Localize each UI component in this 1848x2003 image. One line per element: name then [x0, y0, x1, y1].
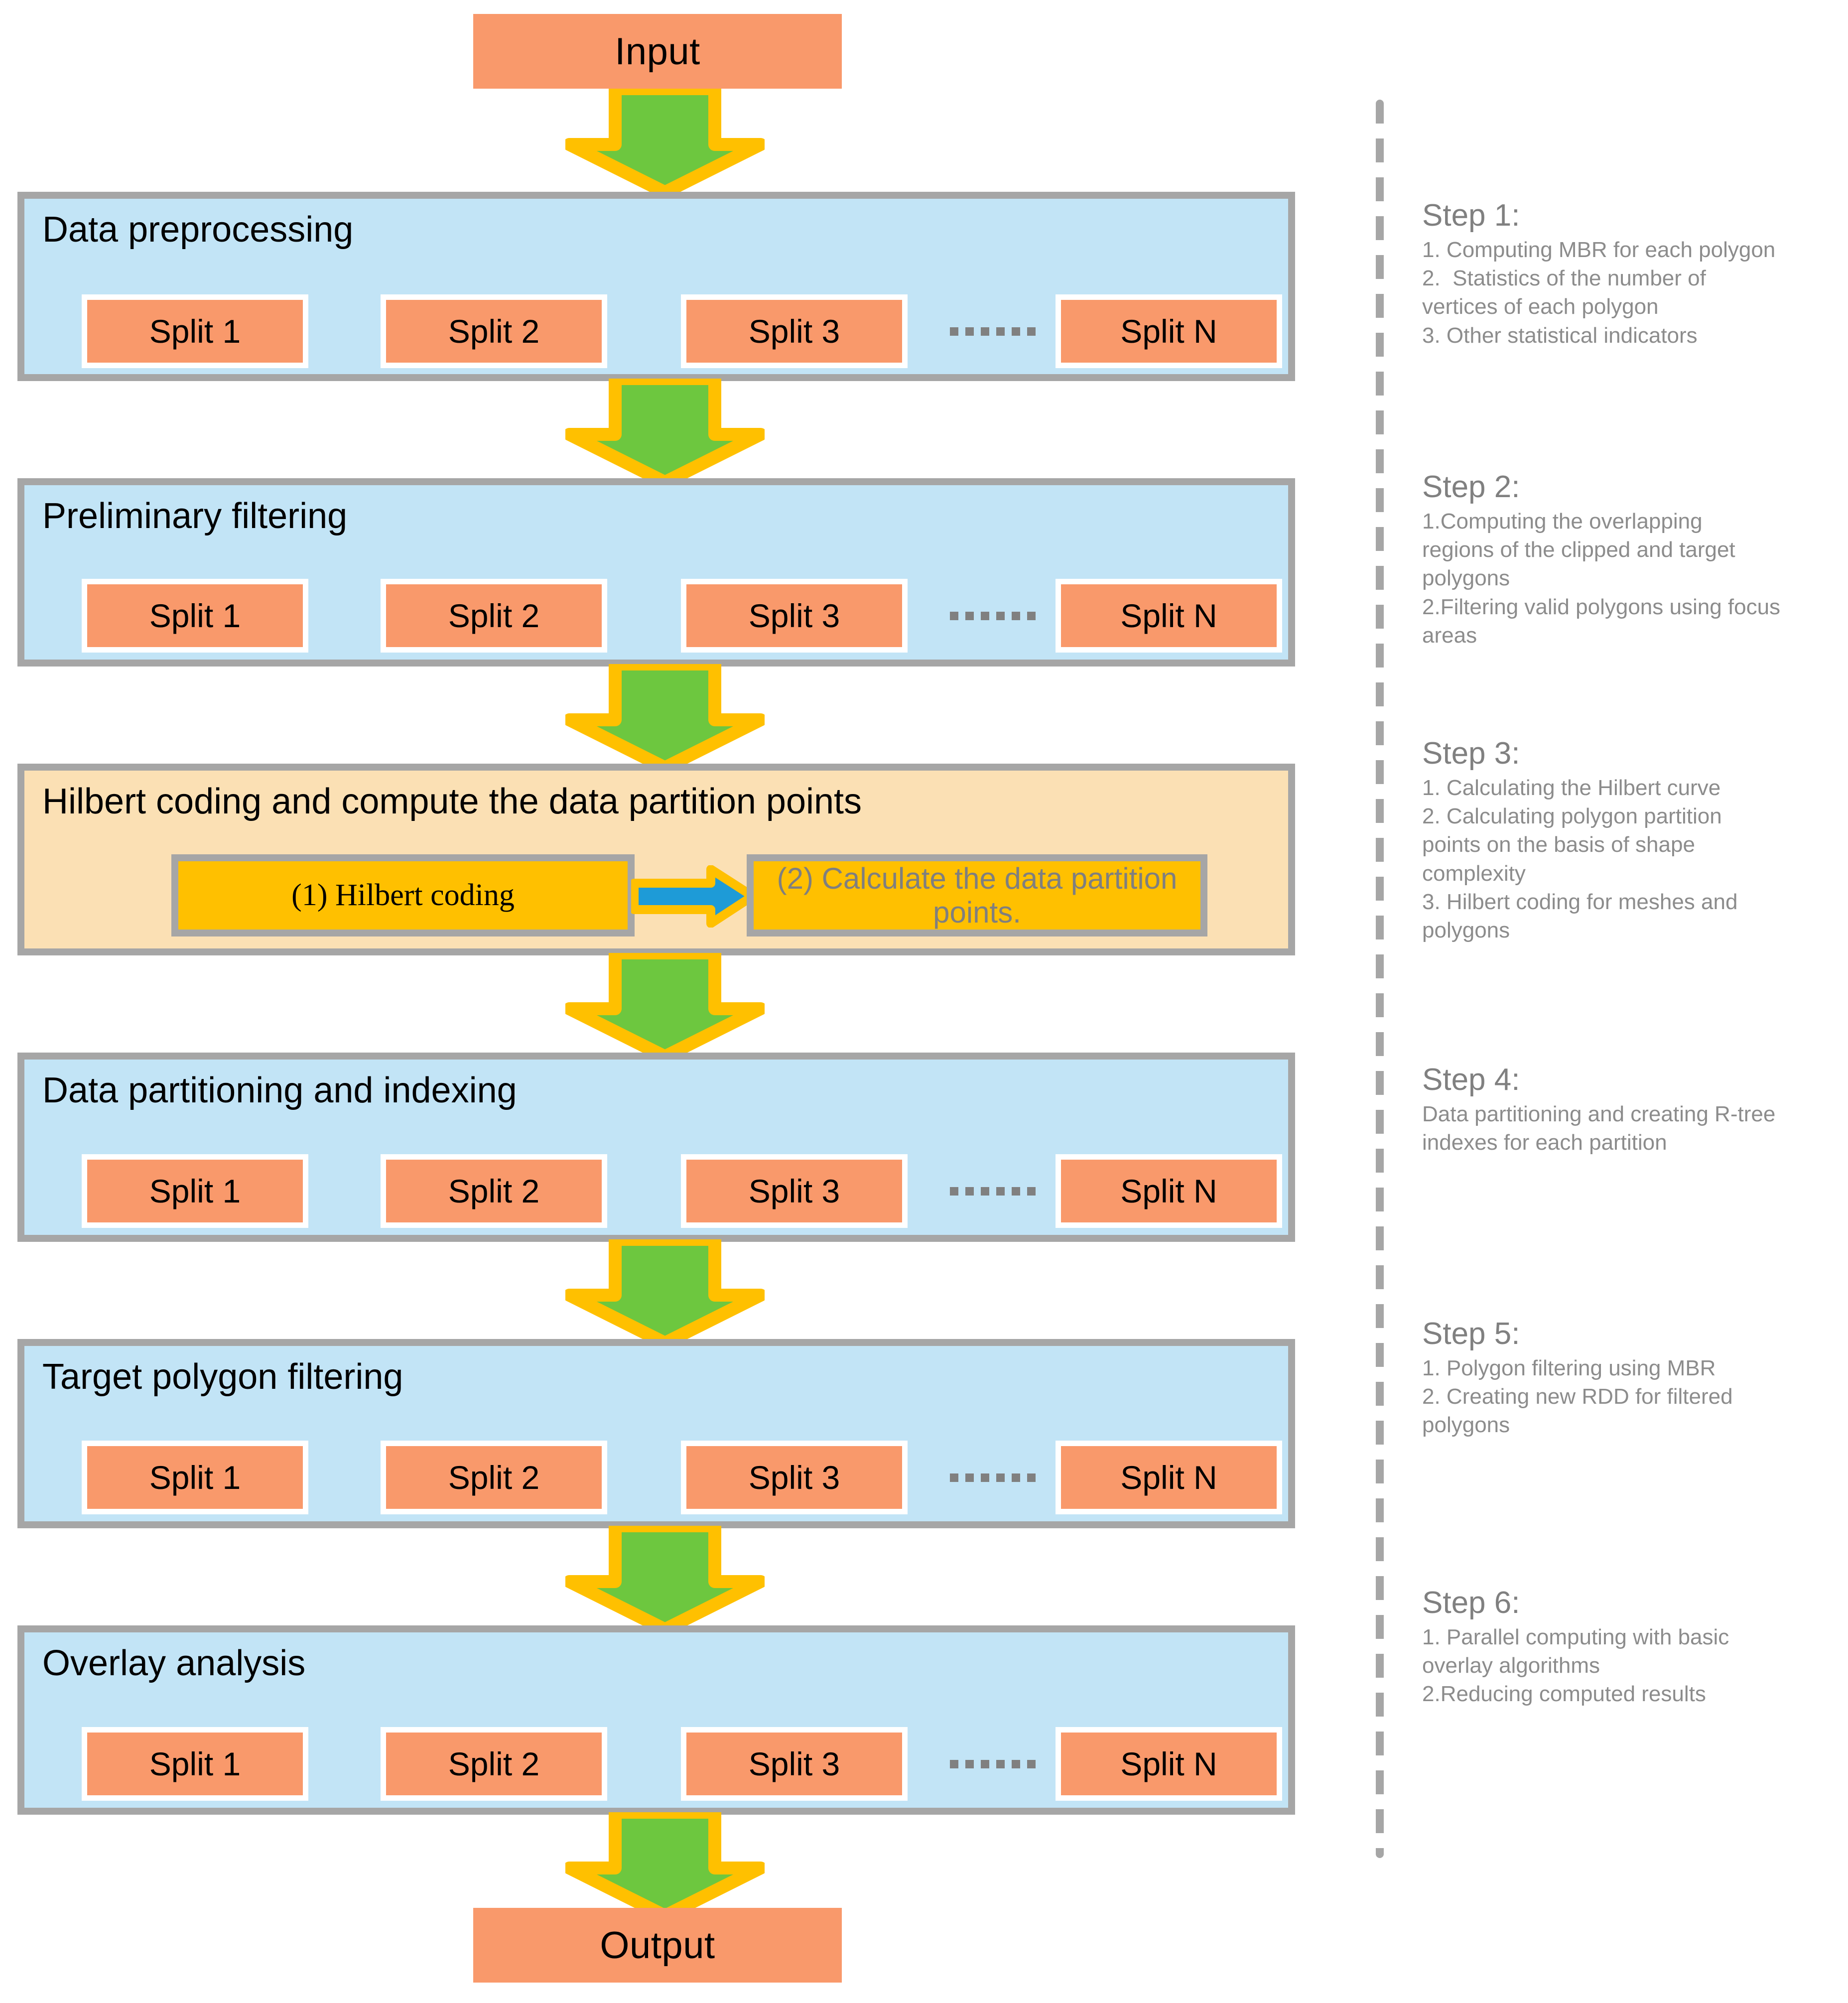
step-line: overlay algorithms [1422, 1653, 1600, 1678]
step-line: 1. Polygon filtering using MBR [1422, 1356, 1716, 1381]
ellipsis-dots [950, 612, 1036, 620]
split-box[interactable]: Split 1 [82, 294, 308, 368]
splits-row: Split 1 Split 2 Split 3 Split N [24, 199, 1288, 374]
stage-title: Data preprocessing [42, 210, 354, 250]
step-line: regions of the clipped and target [1422, 537, 1735, 562]
step-body: 1. Calculating the Hilbert curve 2. Calc… [1422, 774, 1836, 944]
split-box[interactable]: Split 2 [381, 294, 607, 368]
split-box[interactable]: Split N [1056, 1441, 1282, 1514]
step-line: polygons [1422, 566, 1510, 591]
step-line: indexes for each partition [1422, 1130, 1667, 1155]
step-line: areas [1422, 623, 1477, 648]
step-annotation-4: Step 4: Data partitioning and creating R… [1422, 1064, 1836, 1157]
stage-hilbert-coding: Hilbert coding and compute the data part… [17, 764, 1295, 955]
split-box[interactable]: Split 2 [381, 579, 607, 653]
step-line: polygons [1422, 918, 1510, 943]
stage-data-partitioning-indexing: Data partitioning and indexing Split 1 S… [17, 1053, 1295, 1242]
step-body: Data partitioning and creating R-tree in… [1422, 1100, 1836, 1157]
step-line: Data partitioning and creating R-tree [1422, 1102, 1776, 1127]
step-heading: Step 6: [1422, 1586, 1520, 1620]
arrow-right-hilbert-to-partition [631, 865, 756, 928]
step-line: 1. Parallel computing with basic [1422, 1625, 1729, 1650]
split-box[interactable]: Split 1 [82, 579, 308, 653]
arrow-down-stage5-to-stage6 [565, 1526, 765, 1633]
stage-title: Data partitioning and indexing [42, 1070, 517, 1110]
step-line: 3. Other statistical indicators [1422, 323, 1698, 348]
split-box[interactable]: Split 1 [82, 1154, 308, 1228]
step-line: 1.Computing the overlapping [1422, 509, 1703, 534]
split-box[interactable]: Split N [1056, 1727, 1282, 1801]
step-line: points on the basis of shape [1422, 832, 1695, 857]
split-box[interactable]: Split 3 [681, 294, 908, 368]
step-line: 3. Hilbert coding for meshes and [1422, 889, 1738, 914]
arrow-down-input-to-stage1 [565, 89, 765, 196]
step-heading: Step 5: [1422, 1317, 1520, 1351]
arrow-down-stage3-to-stage4 [565, 953, 765, 1060]
step-body: 1. Computing MBR for each polygon 2. Sta… [1422, 236, 1836, 350]
arrow-down-stage2-to-stage3 [565, 664, 765, 771]
step-body: 1. Polygon filtering using MBR 2. Creati… [1422, 1354, 1836, 1440]
calculate-partition-points-box[interactable]: (2) Calculate the data partition points. [747, 854, 1207, 936]
step-line: 1. Calculating the Hilbert curve [1422, 776, 1721, 801]
step-line: 1. Computing MBR for each polygon [1422, 238, 1776, 263]
split-box[interactable]: Split 2 [381, 1441, 607, 1514]
input-terminator: Input [473, 14, 842, 89]
step-annotation-1: Step 1: 1. Computing MBR for each polygo… [1422, 199, 1836, 350]
stage-target-polygon-filtering: Target polygon filtering Split 1 Split 2… [17, 1339, 1295, 1528]
step-line: polygons [1422, 1413, 1510, 1438]
step-annotation-2: Step 2: 1.Computing the overlapping regi… [1422, 471, 1836, 650]
step-annotation-3: Step 3: 1. Calculating the Hilbert curve… [1422, 737, 1836, 944]
split-box[interactable]: Split 3 [681, 1154, 908, 1228]
step-heading: Step 4: [1422, 1063, 1520, 1097]
stage-title: Hilbert coding and compute the data part… [42, 782, 862, 821]
stage-title: Preliminary filtering [42, 496, 348, 536]
stage-title: Target polygon filtering [42, 1357, 403, 1397]
split-box[interactable]: Split 3 [681, 1727, 908, 1801]
split-box[interactable]: Split N [1056, 579, 1282, 653]
stage-preliminary-filtering: Preliminary filtering Split 1 Split 2 Sp… [17, 478, 1295, 667]
split-box[interactable]: Split 1 [82, 1727, 308, 1801]
splits-row: Split 1 Split 2 Split 3 Split N [24, 1060, 1288, 1235]
split-box[interactable]: Split 3 [681, 1441, 908, 1514]
step-body: 1. Parallel computing with basic overlay… [1422, 1623, 1836, 1709]
step-line: 2. Creating new RDD for filtered [1422, 1384, 1733, 1409]
splits-row: Split 1 Split 2 Split 3 Split N [24, 485, 1288, 660]
splits-row: Split 1 Split 2 Split 3 Split N [24, 1346, 1288, 1521]
step-line: 2. Calculating polygon partition [1422, 804, 1722, 829]
arrow-down-stage1-to-stage2 [565, 379, 765, 486]
dashed-divider-line [1376, 100, 1384, 1858]
ellipsis-dots [950, 1473, 1036, 1482]
arrow-down-stage4-to-stage5 [565, 1239, 765, 1346]
step-heading: Step 2: [1422, 470, 1520, 504]
stage-title: Overlay analysis [42, 1643, 306, 1683]
stage-overlay-analysis: Overlay analysis Split 1 Split 2 Split 3… [17, 1625, 1295, 1815]
ellipsis-dots [950, 1760, 1036, 1768]
split-box[interactable]: Split N [1056, 1154, 1282, 1228]
split-box[interactable]: Split 2 [381, 1154, 607, 1228]
arrow-down-stage6-to-output [565, 1812, 765, 1919]
split-box[interactable]: Split 1 [82, 1441, 308, 1514]
step-heading: Step 1: [1422, 198, 1520, 233]
split-box[interactable]: Split N [1056, 294, 1282, 368]
step-annotation-6: Step 6: 1. Parallel computing with basic… [1422, 1587, 1836, 1709]
step-line: 2. Statistics of the number of [1422, 266, 1706, 291]
splits-row: Split 1 Split 2 Split 3 Split N [24, 1632, 1288, 1808]
step-annotation-5: Step 5: 1. Polygon filtering using MBR 2… [1422, 1318, 1836, 1440]
split-box[interactable]: Split 3 [681, 579, 908, 653]
split-box[interactable]: Split 2 [381, 1727, 607, 1801]
step-heading: Step 3: [1422, 736, 1520, 771]
ellipsis-dots [950, 1187, 1036, 1196]
step-line: vertices of each polygon [1422, 294, 1659, 319]
step-line: 2.Filtering valid polygons using focus [1422, 594, 1781, 619]
step-line: 2.Reducing computed results [1422, 1682, 1706, 1707]
step-line: complexity [1422, 861, 1526, 886]
stage-data-preprocessing: Data preprocessing Split 1 Split 2 Split… [17, 192, 1295, 381]
ellipsis-dots [950, 327, 1036, 336]
output-terminator: Output [473, 1908, 842, 1983]
step-body: 1.Computing the overlapping regions of t… [1422, 507, 1836, 650]
hilbert-coding-box[interactable]: (1) Hilbert coding [171, 854, 635, 936]
